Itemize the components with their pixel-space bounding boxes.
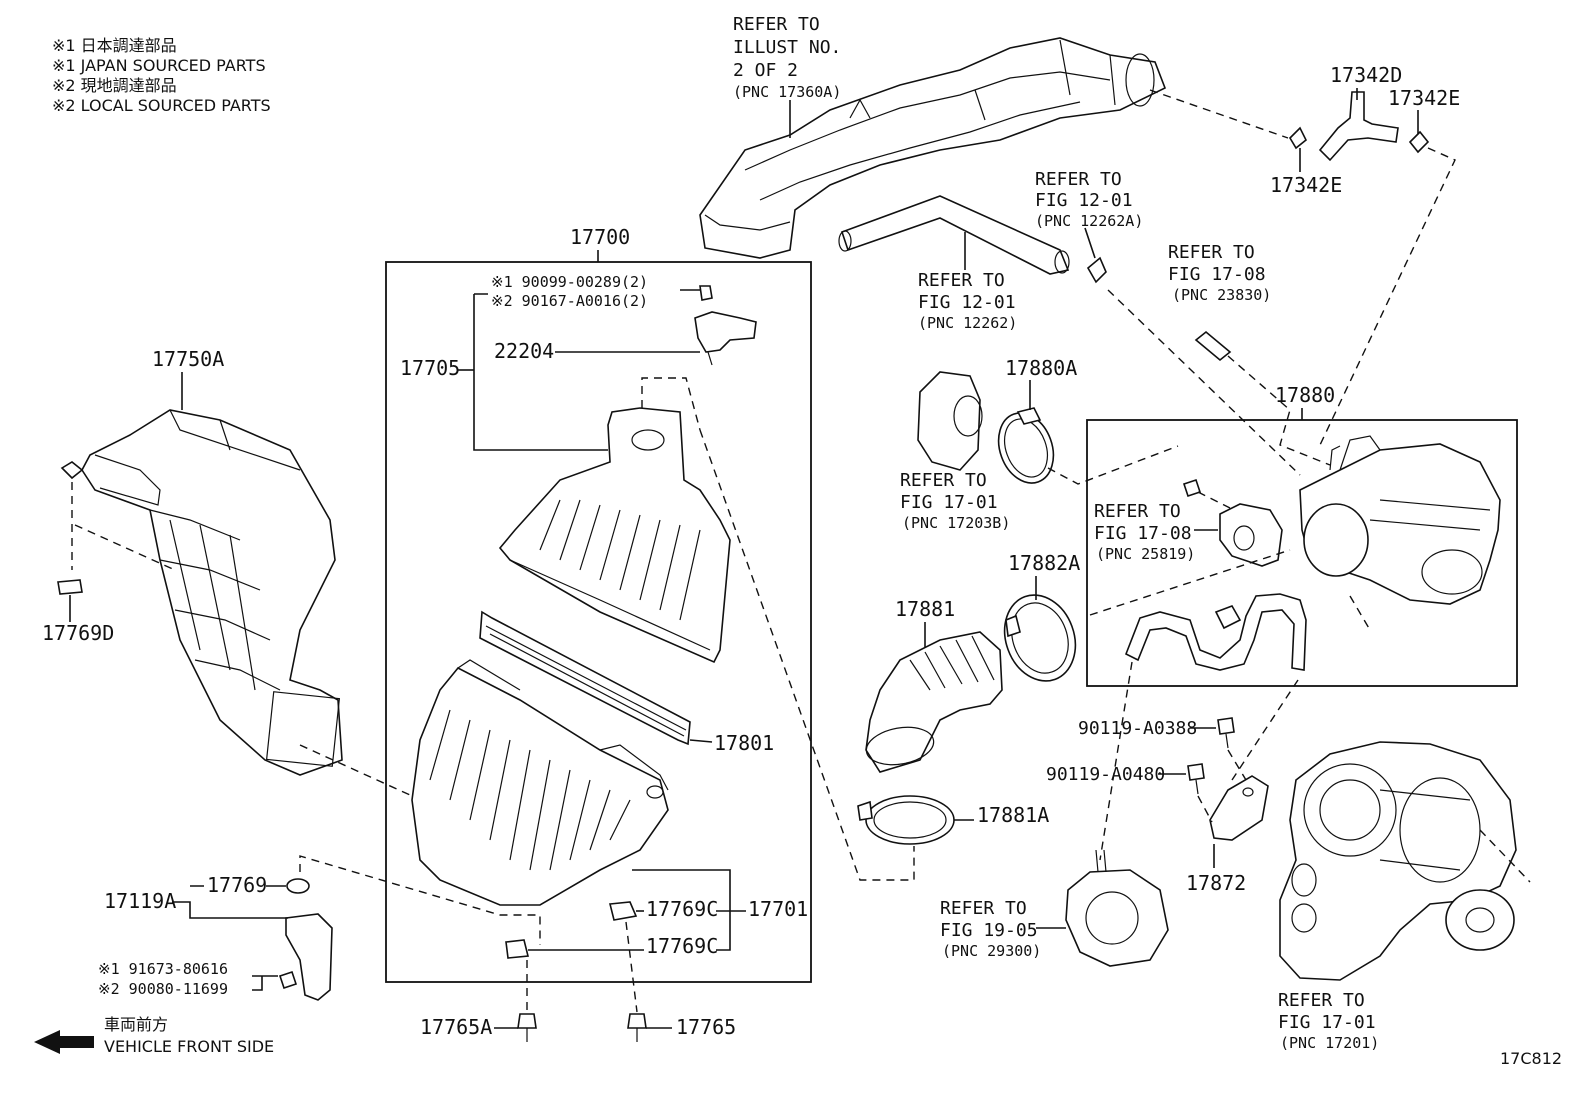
pipe-12262-drawing: [838, 195, 1070, 275]
label-17705: 17705: [400, 356, 460, 380]
ref-12262a: REFER TO FIG 12-01 (PNC 12262A): [1035, 169, 1143, 284]
ref-17203b-line3: (PNC 17203B): [902, 514, 1010, 532]
label-22204: 22204: [494, 339, 554, 363]
ref-12262-line2: FIG 12-01: [918, 292, 1016, 313]
vacuum-hose-drawing: [1124, 593, 1307, 671]
front-arrow-icon: [34, 1030, 94, 1054]
vehicle-front-indicator: 車両前方 VEHICLE FRONT SIDE: [34, 1015, 274, 1056]
hose-17342d-drawing: [1288, 91, 1430, 162]
note-line-2: ※1 JAPAN SOURCED PARTS: [52, 56, 266, 75]
note-line-4: ※2 LOCAL SOURCED PARTS: [52, 96, 271, 115]
vacuum-pump-29300-drawing: [1065, 849, 1169, 967]
ref-23830-line3: (PNC 23830): [1172, 286, 1271, 304]
ref-12262a-line3: (PNC 12262A): [1035, 212, 1143, 230]
ref-23830: REFER TO FIG 17-08 (PNC 23830): [1168, 242, 1271, 362]
label-90099: ※1 90099-00289(2): [491, 273, 648, 291]
label-17882a: 17882A: [1008, 551, 1080, 575]
label-17342e-right: 17342E: [1388, 86, 1460, 110]
ref-23830-line1: REFER TO: [1168, 242, 1255, 263]
intake-manifold-17880-drawing: [1299, 435, 1501, 605]
grommet-17769c-drawing: [505, 901, 638, 959]
air-cleaner-upper-housing-drawing: [498, 407, 731, 664]
air-cleaner-lower-housing-drawing: [411, 659, 669, 906]
label-91673: ※1 91673-80616: [98, 960, 228, 978]
label-17769d: 17769D: [42, 621, 114, 645]
clamp-17880a-drawing: [997, 407, 1055, 484]
bolt-17765-drawing: [627, 1013, 647, 1042]
label-17750a: 17750A: [152, 347, 224, 371]
label-17765: 17765: [676, 1015, 736, 1039]
ref-17201-line3: (PNC 17201): [1280, 1034, 1379, 1052]
ref-17360a-line3: 2 OF 2: [733, 60, 798, 81]
label-17881: 17881: [895, 597, 955, 621]
ref-17203b-part-drawing: [917, 371, 983, 471]
ref-29300-line2: FIG 19-05: [940, 920, 1038, 941]
assembly-17700-box: [385, 261, 812, 983]
bracket-17119a-drawing: [278, 878, 333, 1001]
ref-12262-line1: REFER TO: [918, 270, 1005, 291]
valve-25819-drawing: [1182, 478, 1283, 567]
ref-17203b-line1: REFER TO: [900, 470, 987, 491]
ref-17201-line1: REFER TO: [1278, 990, 1365, 1011]
bolt-17765a-drawing: [517, 1013, 537, 1042]
hose-17881-drawing: [865, 631, 1003, 773]
label-90119-a0480: 90119-A0480: [1046, 764, 1165, 785]
ref-12262a-line2: FIG 12-01: [1035, 190, 1133, 211]
assembly-17880-box: [1086, 419, 1518, 687]
note-line-1: ※1 日本調達部品: [52, 36, 177, 55]
ref-17203b-line2: FIG 17-01: [900, 492, 998, 513]
label-17880a: 17880A: [1005, 356, 1077, 380]
note-line-3: ※2 現地調達部品: [52, 76, 177, 95]
label-17769c-lower: 17769C: [646, 934, 718, 958]
label-17700: 17700: [570, 225, 630, 249]
label-17342e-left: 17342E: [1270, 173, 1342, 197]
front-label-jp: 車両前方: [104, 1015, 168, 1034]
bolts-90119-drawing: [1187, 717, 1235, 795]
label-90080: ※2 90080-11699: [98, 980, 228, 998]
ref-17360a-line2: ILLUST NO.: [733, 37, 841, 58]
label-17881a: 17881A: [977, 803, 1049, 827]
label-90119-a0388: 90119-A0388: [1078, 718, 1197, 739]
ref-25819: REFER TO FIG 17-08 (PNC 25819): [1094, 501, 1218, 563]
legend-notes: ※1 日本調達部品 ※1 JAPAN SOURCED PARTS ※2 現地調達…: [52, 36, 271, 115]
label-17119a: 17119A: [104, 889, 176, 913]
ref-17360a-line4: (PNC 17360A): [733, 83, 841, 101]
label-17769c-upper: 17769C: [646, 897, 718, 921]
ref-17201-line2: FIG 17-01: [1278, 1012, 1376, 1033]
illustration-code: 17C812: [1500, 1049, 1562, 1068]
label-17701: 17701: [748, 897, 808, 921]
label-90167: ※2 90167-A0016(2): [491, 292, 648, 310]
label-17342d: 17342D: [1330, 63, 1402, 87]
ref-17360a: REFER TO ILLUST NO. 2 OF 2 (PNC 17360A): [733, 14, 841, 138]
ref-17360a-line1: REFER TO: [733, 14, 820, 35]
intake-duct-17750a-drawing: [81, 409, 343, 776]
label-17872: 17872: [1186, 871, 1246, 895]
turbocharger-17201-drawing: [1279, 741, 1517, 981]
label-17801: 17801: [714, 731, 774, 755]
label-17880: 17880: [1275, 383, 1335, 407]
grommet-17769d-drawing: [57, 579, 83, 595]
label-17769: 17769: [207, 873, 267, 897]
front-label-en: VEHICLE FRONT SIDE: [104, 1037, 274, 1056]
upper-intake-duct-drawing: [699, 37, 1167, 259]
ref-25819-line1: REFER TO: [1094, 501, 1181, 522]
filter-element-17801-drawing: [479, 610, 691, 746]
ref-23830-line2: FIG 17-08: [1168, 264, 1266, 285]
ref-12262a-line1: REFER TO: [1035, 169, 1122, 190]
label-17765a: 17765A: [420, 1015, 492, 1039]
ref-25819-line3: (PNC 25819): [1096, 545, 1195, 563]
clamp-17881a-drawing: [857, 795, 955, 845]
ref-25819-line2: FIG 17-08: [1094, 523, 1192, 544]
ref-12262: REFER TO FIG 12-01 (PNC 12262): [918, 232, 1017, 332]
ref-29300-line3: (PNC 29300): [942, 942, 1041, 960]
sensor-22204-drawing: [694, 311, 757, 366]
ref-17201: REFER TO FIG 17-01 (PNC 17201): [1278, 990, 1379, 1052]
ref-12262-line3: (PNC 12262): [918, 314, 1017, 332]
clamp-17882a-drawing: [1003, 594, 1077, 682]
ref-29300: REFER TO FIG 19-05 (PNC 29300): [940, 898, 1066, 960]
ref-29300-line1: REFER TO: [940, 898, 1027, 919]
bracket-17872-drawing: [1209, 775, 1269, 841]
ref-17203b: REFER TO FIG 17-01 (PNC 17203B): [900, 470, 1010, 532]
